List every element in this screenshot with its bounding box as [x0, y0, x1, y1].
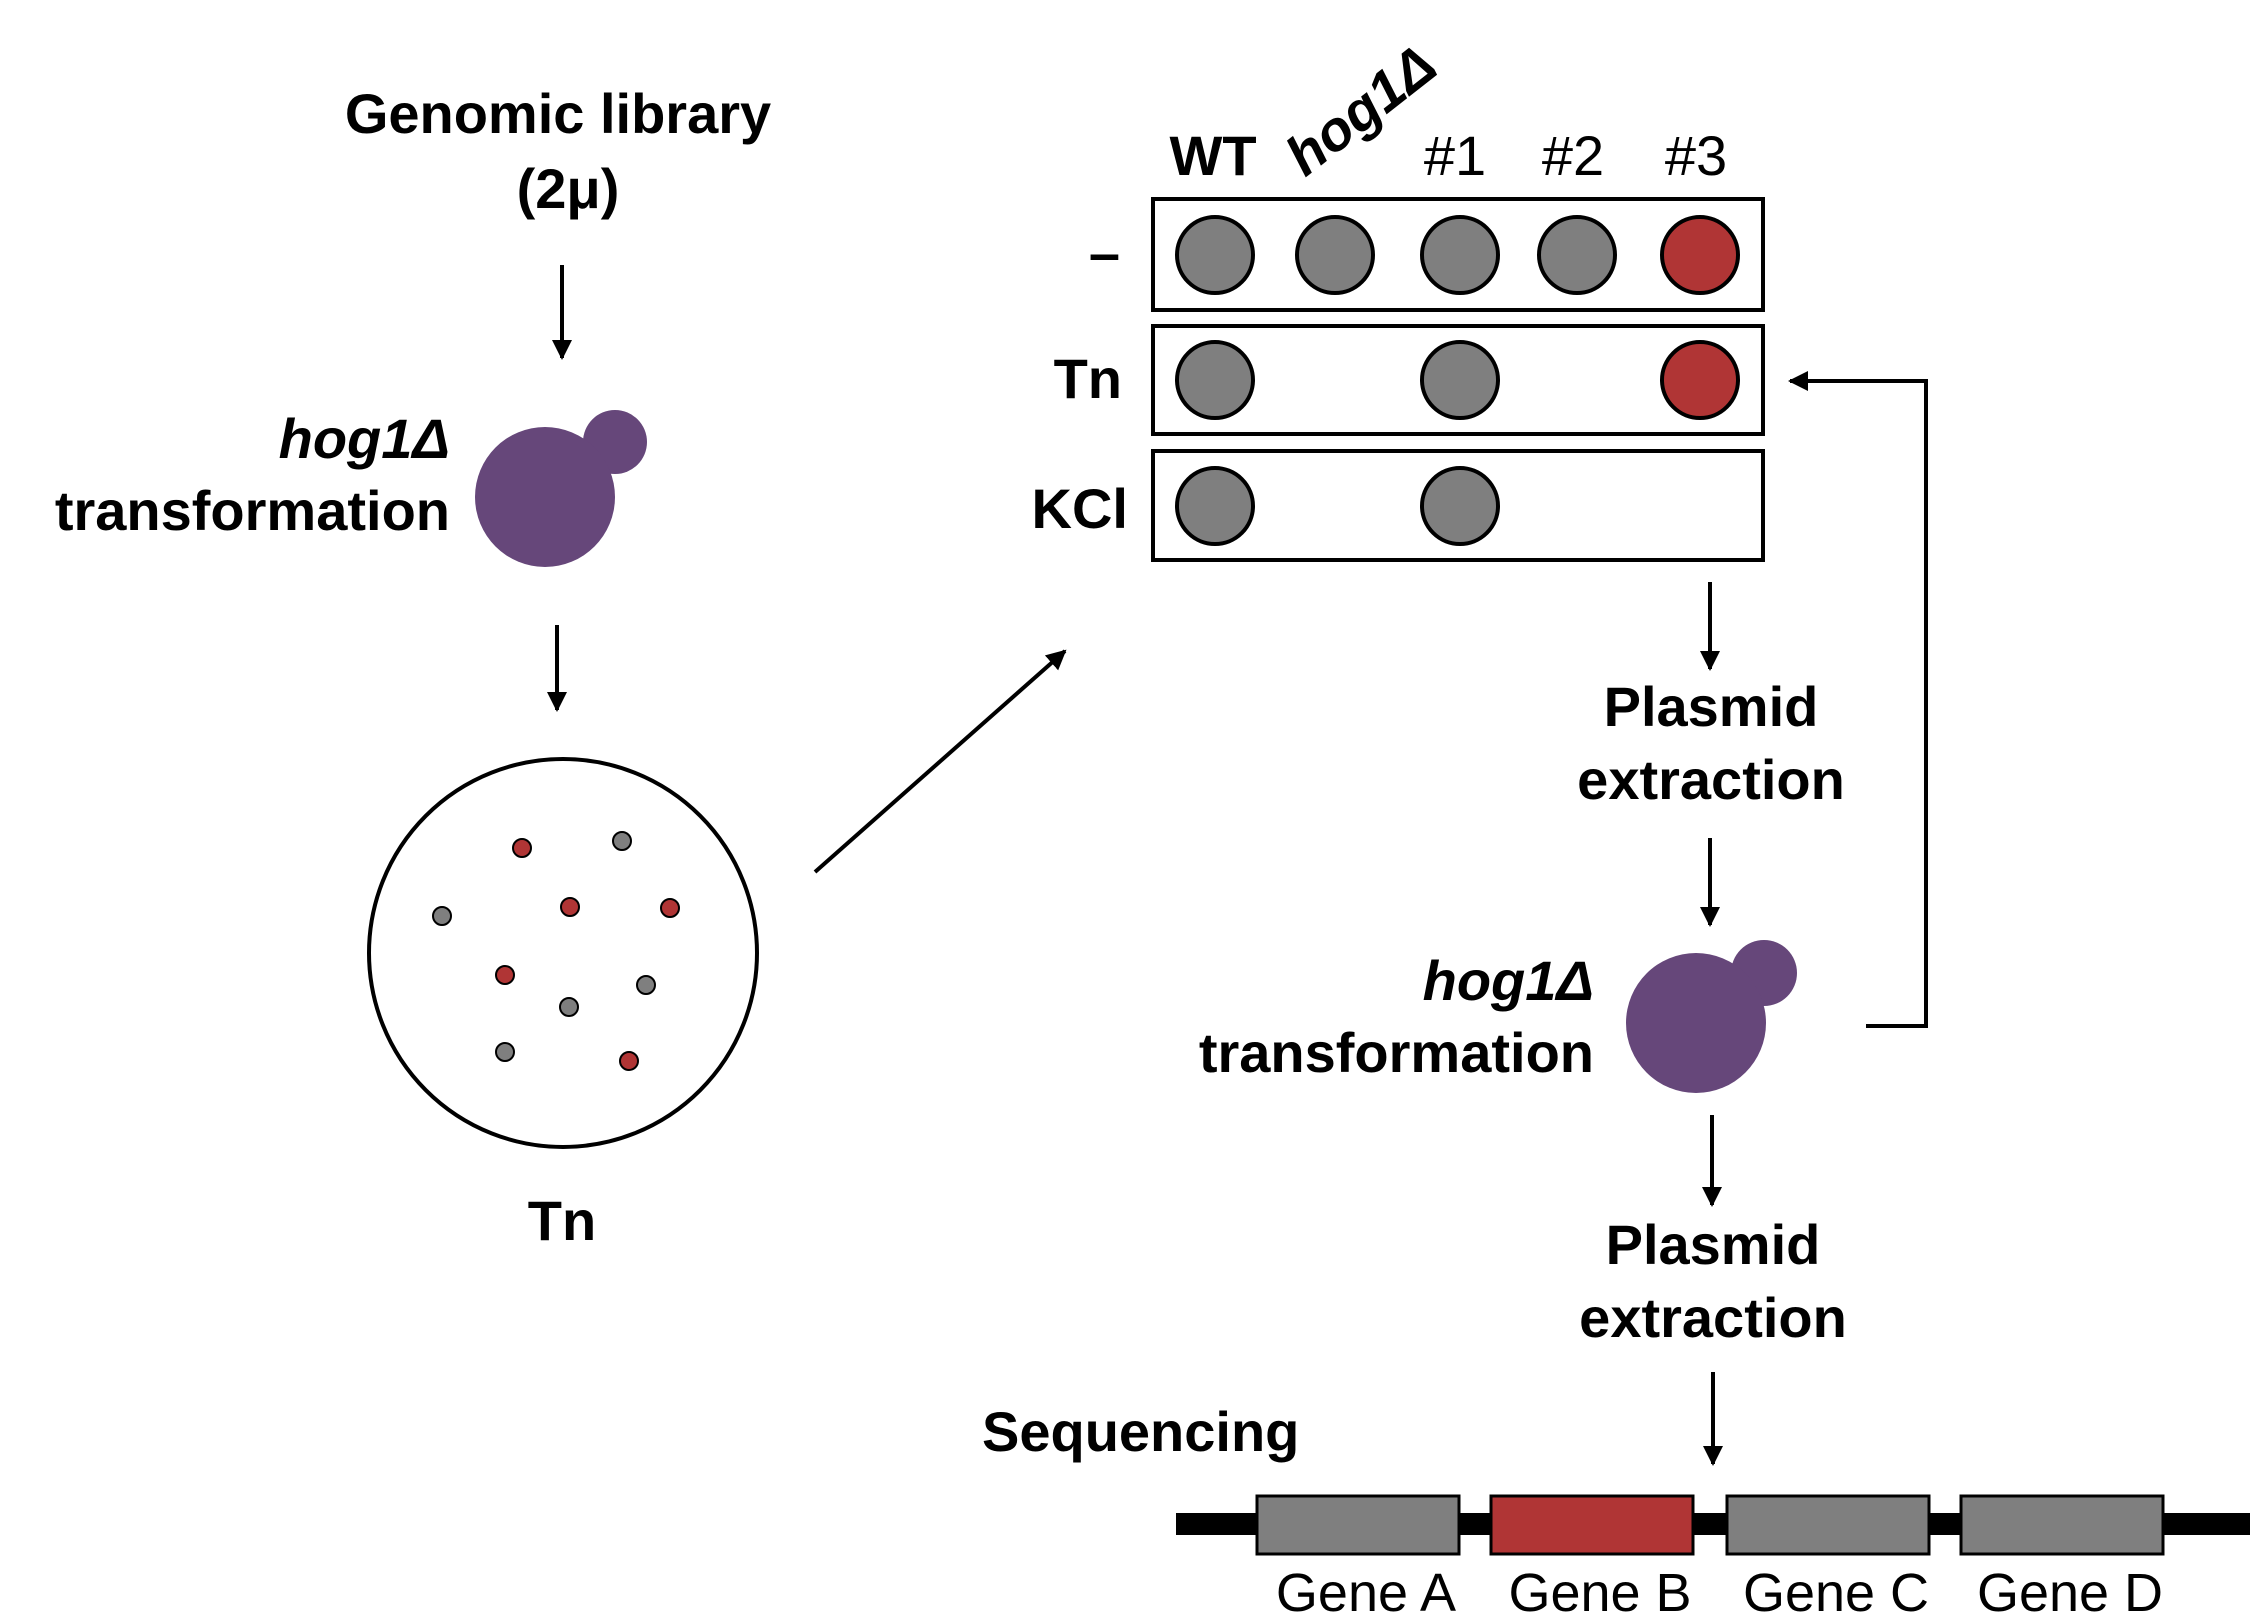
extraction-label-2a: Plasmid: [1606, 1213, 1821, 1276]
gene-label: Gene A: [1276, 1563, 1456, 1622]
row-label-tn: Tn: [1054, 347, 1122, 410]
column-label-1: #1: [1424, 124, 1486, 187]
grid-spot-gray: [1420, 340, 1500, 420]
grid-spot-red: [1660, 215, 1740, 295]
colony-red: [512, 838, 532, 858]
gene-box: [1959, 1494, 2165, 1556]
gene-label: Gene C: [1743, 1563, 1929, 1622]
gene-box: [1489, 1494, 1695, 1556]
extraction-label-1b: extraction: [1577, 748, 1845, 811]
plate-label: Tn: [528, 1189, 596, 1252]
column-label-wt: WT: [1169, 124, 1256, 187]
gene-label: Gene B: [1508, 1563, 1691, 1622]
colony-red: [495, 965, 515, 985]
grid-spot-gray: [1420, 466, 1500, 546]
petri-dish: [367, 757, 759, 1149]
colony-gray: [495, 1042, 515, 1062]
column-label-hog1: hog1Δ: [1274, 32, 1448, 187]
step-label-left: transformation: [55, 479, 450, 542]
grid-spot-gray: [1175, 215, 1255, 295]
strain-label-right: hog1Δ: [1423, 949, 1594, 1012]
grid-spot-gray: [1175, 466, 1255, 546]
strain-label-left: hog1Δ: [279, 407, 450, 470]
colony-red: [660, 898, 680, 918]
colony-gray: [432, 906, 452, 926]
step-label-right: transformation: [1199, 1021, 1594, 1084]
gene-box: [1255, 1494, 1461, 1556]
grid-spot-gray: [1295, 215, 1375, 295]
library-subtitle: (2μ): [517, 157, 620, 220]
gene-label: Gene D: [1977, 1563, 2163, 1622]
row-label-minus: –: [1089, 221, 1120, 284]
column-label-2: #2: [1542, 124, 1604, 187]
column-label-3: #3: [1665, 124, 1727, 187]
gene-box: [1725, 1494, 1931, 1556]
grid-spot-gray: [1175, 340, 1255, 420]
colony-gray: [612, 831, 632, 851]
library-title: Genomic library: [345, 82, 771, 145]
extraction-label-2b: extraction: [1579, 1286, 1847, 1349]
yeast-cell-icon-left: [475, 410, 647, 567]
grid-spot-gray: [1537, 215, 1617, 295]
feedback-loop-arrow: [1788, 371, 1928, 1028]
colony-red: [560, 897, 580, 917]
row-label-kcl: KCl: [1032, 477, 1128, 540]
extraction-label-1a: Plasmid: [1604, 675, 1819, 738]
yeast-cell-icon-right: [1626, 940, 1797, 1093]
colony-gray: [559, 997, 579, 1017]
colony-gray: [636, 975, 656, 995]
grid-spot-red: [1660, 340, 1740, 420]
colony-red: [619, 1051, 639, 1071]
grid-spot-gray: [1420, 215, 1500, 295]
sequencing-label: Sequencing: [982, 1400, 1299, 1463]
arrow-plate-to-screen: [813, 649, 1067, 874]
